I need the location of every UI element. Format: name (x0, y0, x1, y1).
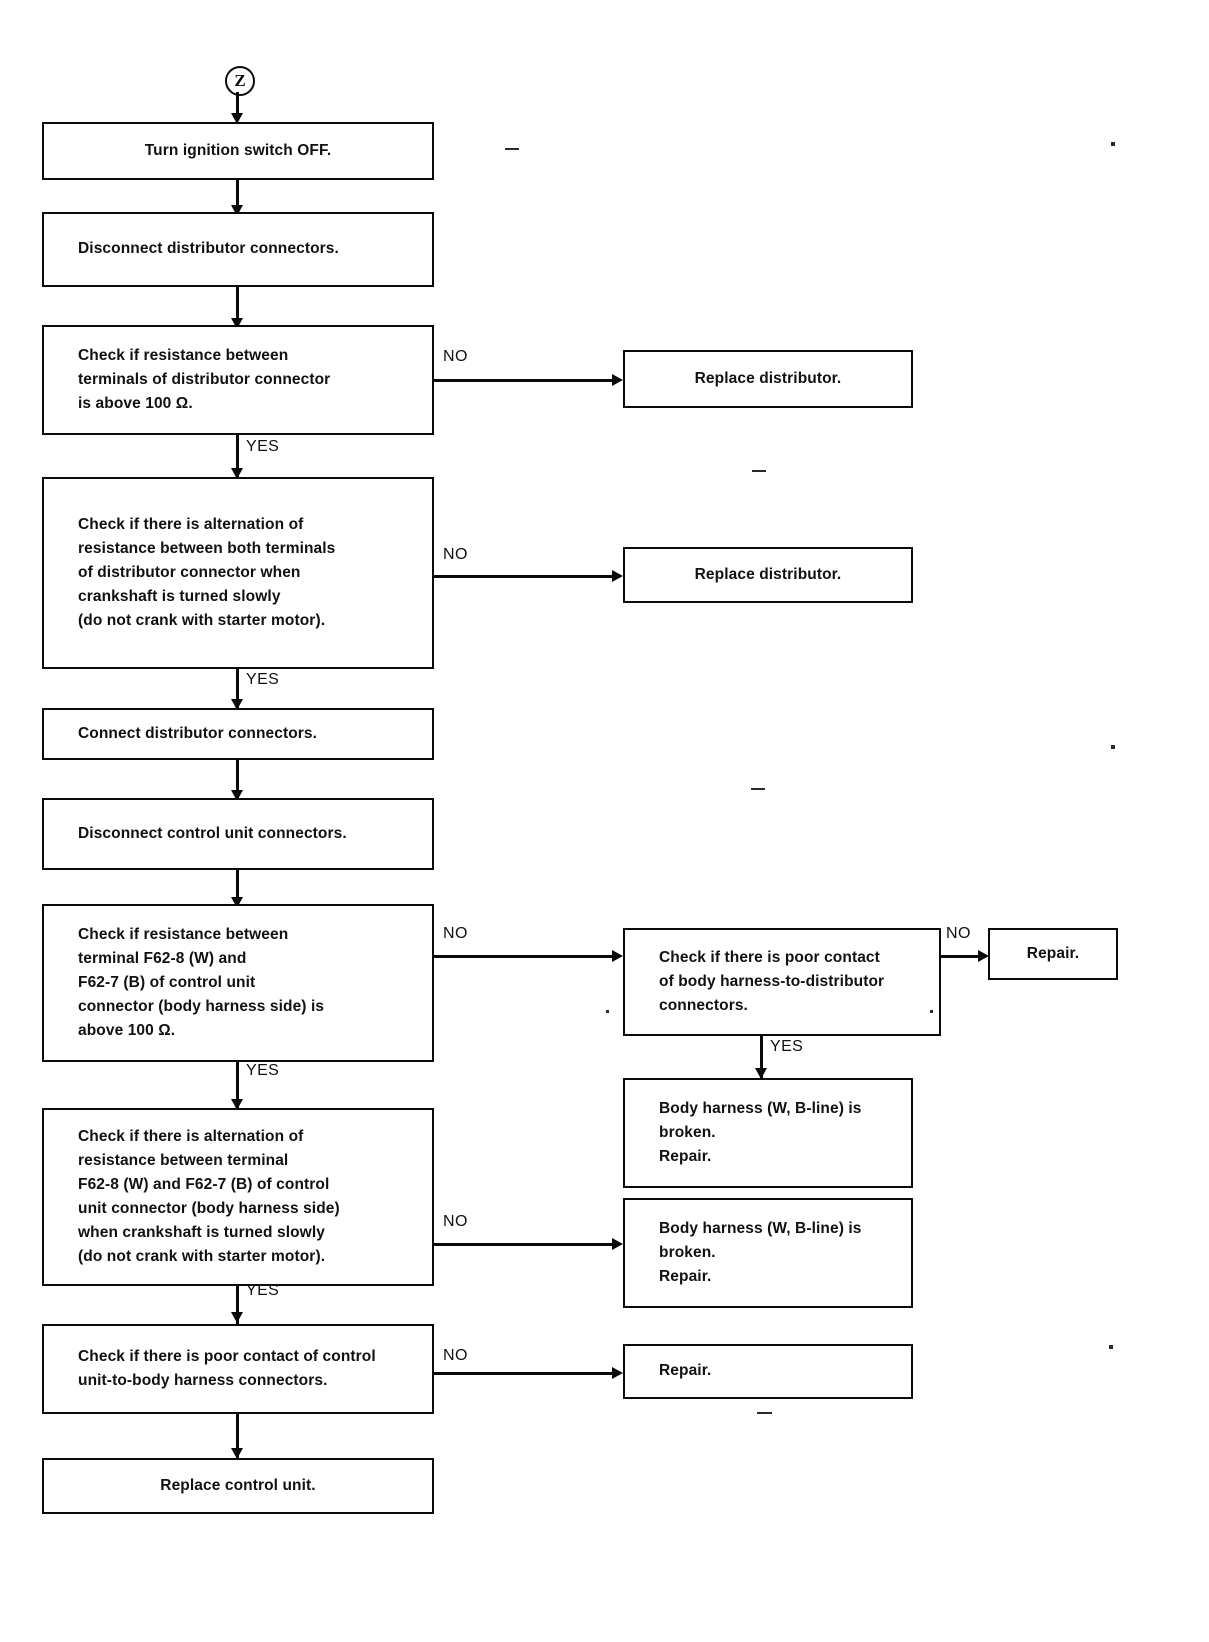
node-disconnect-control-unit-connectors: Disconnect control unit connectors. (42, 798, 434, 870)
node-check-distributor-alternation: Check if there is alternation of resista… (42, 477, 434, 669)
edge-label-yes-n13: YES (246, 1282, 280, 1299)
arrowhead-n3-n4 (612, 374, 623, 386)
line-n1-n2 (236, 180, 239, 212)
line-n5-n7 (236, 669, 239, 708)
line-n2-n3 (236, 287, 239, 325)
scan-speck (505, 148, 519, 150)
line-z-to-n1 (236, 92, 239, 120)
edge-label-yes-n5: YES (246, 671, 280, 688)
line-n9-n10 (434, 955, 618, 958)
line-n10-n11 (941, 955, 985, 958)
arrowhead-n13-n15 (231, 1312, 243, 1323)
node-check-poor-contact-control-unit-to-body-harness: Check if there is poor contact of contro… (42, 1324, 434, 1414)
line-n3-n4 (434, 379, 618, 382)
node-check-control-unit-alternation: Check if there is alternation of resista… (42, 1108, 434, 1286)
edge-label-no-n5: NO (443, 546, 468, 563)
node-text: Repair. (659, 1362, 712, 1380)
node-text: Turn ignition switch OFF. (144, 141, 332, 159)
arrowhead-n7-n8 (231, 790, 243, 801)
line-n9-n13 (236, 1062, 239, 1108)
node-text: Replace distributor. (694, 369, 842, 387)
node-check-poor-contact-body-harness-to-distributor: Check if there is poor contact of body h… (623, 928, 941, 1036)
edge-label-no-n15: NO (443, 1347, 468, 1364)
node-text: Connect distributor connectors. (78, 724, 318, 742)
node-text: Replace distributor. (694, 565, 842, 583)
arrowhead-n5-n6 (612, 570, 623, 582)
node-text: Repair. (1026, 944, 1080, 962)
node-turn-ignition-switch-off: Turn ignition switch OFF. (42, 122, 434, 180)
node-body-harness-broken-repair-2: Body harness (W, B-line) is broken. Repa… (623, 1198, 913, 1308)
edge-label-no-n3: NO (443, 348, 468, 365)
node-check-control-unit-resistance: Check if resistance between terminal F62… (42, 904, 434, 1062)
edge-label-no-n13: NO (443, 1213, 468, 1230)
node-text: Check if there is poor contact of body h… (659, 948, 885, 1014)
node-text: Body harness (W, B-line) is broken. Repa… (659, 1099, 862, 1165)
arrowhead-n15-n17 (231, 1448, 243, 1459)
scan-speck (751, 788, 765, 790)
arrowhead-n9-n13 (231, 1099, 243, 1110)
node-body-harness-broken-repair-1: Body harness (W, B-line) is broken. Repa… (623, 1078, 913, 1188)
scan-speck (757, 1412, 772, 1414)
node-replace-distributor-1: Replace distributor. (623, 350, 913, 408)
node-text: Check if there is alternation of resista… (78, 515, 336, 630)
node-text: Check if there is alternation of resista… (78, 1127, 340, 1266)
line-n13-n15 (236, 1286, 239, 1324)
arrowhead-n15-n16 (612, 1367, 623, 1379)
scan-speck (752, 470, 766, 472)
node-check-distributor-resistance: Check if resistance between terminals of… (42, 325, 434, 435)
arrowhead-n2-n3 (231, 318, 243, 329)
node-text: Disconnect distributor connectors. (78, 240, 339, 258)
node-connect-distributor-connectors: Connect distributor connectors. (42, 708, 434, 760)
arrowhead-n3-n5 (231, 468, 243, 479)
arrowhead-z-to-n1 (231, 113, 243, 124)
node-text: Check if there is poor contact of contro… (78, 1347, 376, 1389)
node-replace-distributor-2: Replace distributor. (623, 547, 913, 603)
edge-label-yes-n9: YES (246, 1062, 280, 1079)
line-n5-n6 (434, 575, 618, 578)
arrowhead-n10-n11 (978, 950, 989, 962)
line-n10-n12 (760, 1036, 763, 1078)
line-n13-n14 (434, 1243, 618, 1246)
arrowhead-n5-n7 (231, 699, 243, 710)
node-disconnect-distributor-connectors: Disconnect distributor connectors. (42, 212, 434, 287)
scan-speck (1111, 745, 1115, 749)
line-n15-n16 (434, 1372, 618, 1375)
line-n8-n9 (236, 870, 239, 904)
arrowhead-n10-n12 (755, 1068, 767, 1079)
node-repair-2: Repair. (623, 1344, 913, 1399)
edge-label-no-n10: NO (946, 925, 971, 942)
scan-speck (606, 1010, 609, 1013)
node-repair-1: Repair. (988, 928, 1118, 980)
scan-speck (1111, 142, 1115, 146)
line-n15-n17 (236, 1414, 239, 1458)
line-n7-n8 (236, 760, 239, 798)
edge-label-no-n9: NO (443, 925, 468, 942)
arrowhead-n13-n14 (612, 1238, 623, 1250)
line-n3-n5 (236, 435, 239, 477)
node-text: Replace control unit. (160, 1476, 316, 1494)
node-text: Disconnect control unit connectors. (78, 824, 347, 842)
arrowhead-n1-n2 (231, 205, 243, 216)
connector-z-icon: Z (225, 66, 255, 96)
node-text: Check if resistance between terminals of… (78, 346, 331, 412)
node-replace-control-unit: Replace control unit. (42, 1458, 434, 1514)
node-text: Check if resistance between terminal F62… (78, 925, 325, 1040)
arrowhead-n8-n9 (231, 897, 243, 908)
arrowhead-n9-n10 (612, 950, 623, 962)
node-text: Body harness (W, B-line) is broken. Repa… (659, 1219, 862, 1285)
scan-speck (1109, 1345, 1113, 1349)
scan-speck (930, 1010, 933, 1013)
edge-label-yes-n10: YES (770, 1038, 804, 1055)
edge-label-yes-n3: YES (246, 438, 280, 455)
